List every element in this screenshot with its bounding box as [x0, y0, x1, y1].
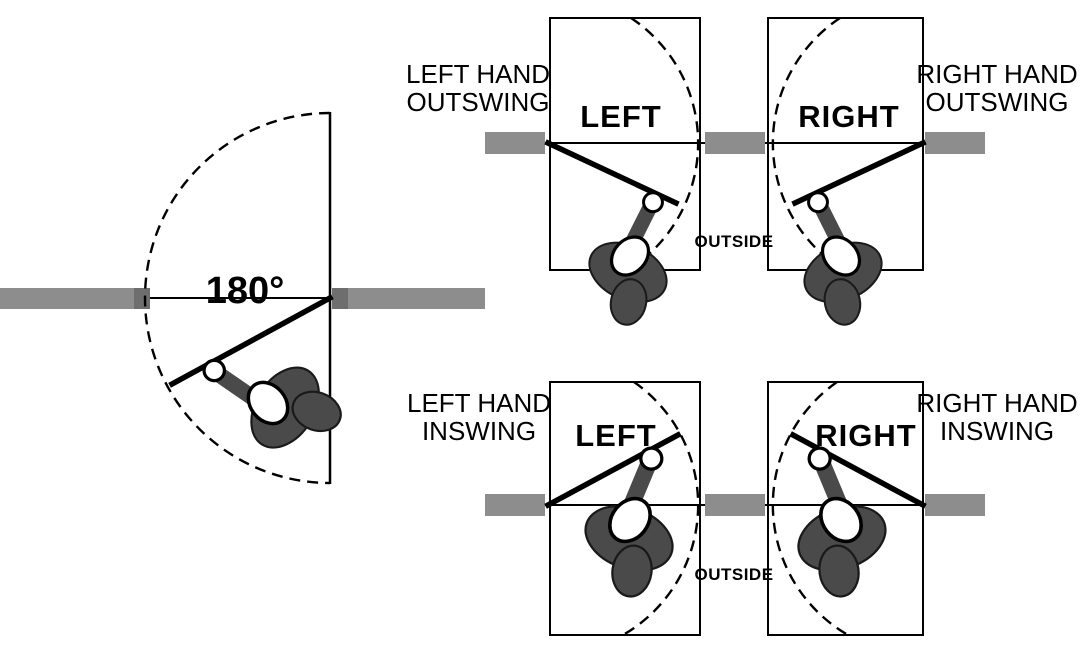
door-swing-arc-top-left	[627, 17, 700, 272]
door-jamb-left	[134, 288, 150, 309]
main-180-diagram: 180°	[0, 111, 485, 485]
door-jamb-right	[332, 288, 348, 309]
room-label-left-bottom: LEFT	[575, 418, 657, 453]
wall-segment-middle-top	[705, 132, 765, 154]
person-figure-top-left	[560, 183, 716, 341]
door-leaf-bottom-right	[789, 431, 927, 509]
caption-left-hand-outswing-line1: LEFT HAND	[406, 59, 550, 89]
room-outline-bottom-left	[549, 381, 701, 636]
caption-right-hand-inswing-line1: RIGHT HAND	[916, 388, 1077, 418]
wall-segment-left	[0, 288, 150, 309]
wall-segment-middle-bottom	[705, 494, 765, 516]
wall-segment-outer-left-top	[485, 132, 545, 154]
outside-label-top: OUTSIDE	[694, 232, 773, 251]
door-swing-arc-bottom-right	[771, 381, 849, 637]
wall-segment-outer-right-top	[925, 132, 985, 154]
caption-right-hand-outswing-line2: OUTSWING	[926, 87, 1069, 117]
door-leaf-bottom-left	[544, 431, 682, 509]
right-hand-inswing-diagram: RIGHT HAND INSWING RIGHT	[705, 381, 1078, 637]
room-label-left-top: LEFT	[580, 99, 662, 134]
caption-left-hand-inswing-line1: LEFT HAND	[407, 388, 551, 418]
left-hand-outswing-diagram: LEFT HAND OUTSWING LEFT	[406, 17, 716, 341]
angle-label: 180°	[206, 270, 285, 312]
person-figure-bottom-left	[554, 438, 724, 615]
door-swing-arc-180	[143, 111, 331, 485]
person-figure-top-right	[756, 183, 912, 341]
room-label-right-top: RIGHT	[798, 99, 899, 134]
caption-left-hand-inswing-line2: INSWING	[422, 416, 536, 446]
person-figure-main	[192, 311, 358, 482]
left-hand-inswing-diagram: LEFT HAND INSWING LEFT	[407, 381, 724, 637]
door-leaf	[168, 294, 334, 388]
wall-segment-outer-right-bottom	[925, 494, 985, 516]
room-label-right-bottom: RIGHT	[815, 418, 916, 453]
right-hand-outswing-diagram: RIGHT HAND OUTSWING RIGHT	[705, 17, 1078, 341]
wall-segment-right	[332, 288, 485, 309]
outside-label-bottom: OUTSIDE	[694, 565, 773, 584]
person-figure-bottom-right	[747, 438, 917, 615]
caption-left-hand-outswing-line2: OUTSWING	[407, 87, 550, 117]
caption-right-hand-inswing-line2: INSWING	[940, 416, 1054, 446]
door-swing-arc-bottom-left	[622, 381, 700, 637]
wall-segment-outer-left-bottom	[485, 494, 545, 516]
room-outline-bottom-right	[767, 381, 924, 636]
door-swing-arc-top-right	[771, 17, 844, 272]
caption-right-hand-outswing-line1: RIGHT HAND	[916, 59, 1077, 89]
